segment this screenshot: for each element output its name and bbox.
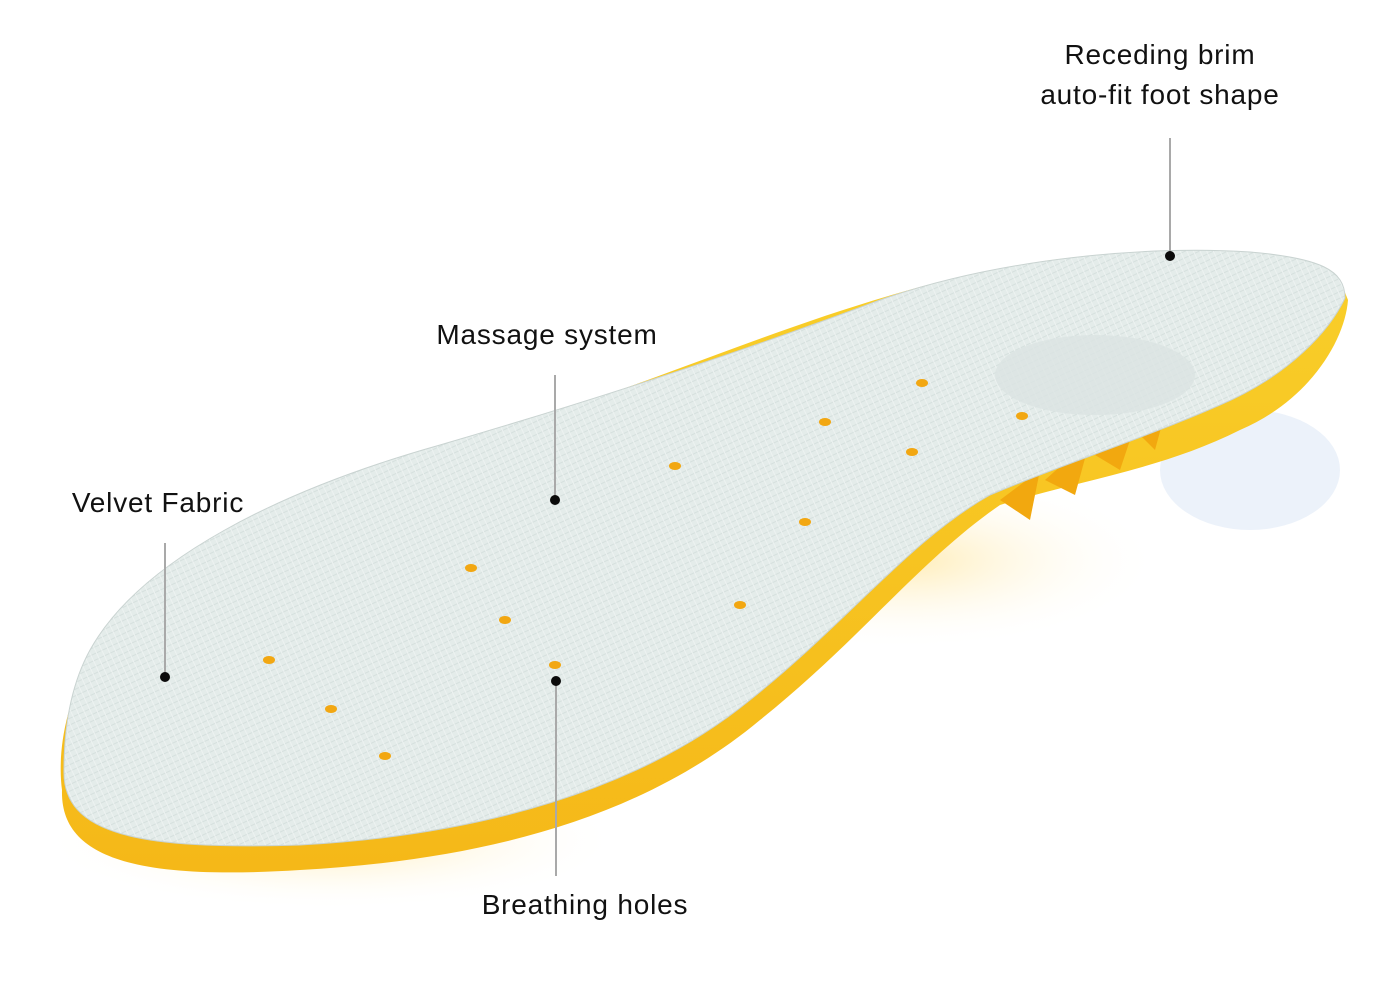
callout-leaders: [160, 138, 1175, 876]
arch-rib: [1000, 470, 1040, 520]
marker-dot: [1165, 251, 1175, 261]
breathing-hole: [499, 616, 511, 624]
breathing-hole: [819, 418, 831, 426]
breathing-holes-group: [263, 379, 1028, 760]
label-velvet-fabric: Velvet Fabric: [62, 483, 254, 523]
marker-dot: [550, 495, 560, 505]
label-line: Receding brim: [1064, 39, 1256, 70]
marker-dot: [551, 676, 561, 686]
marker-dot: [160, 672, 170, 682]
breathing-hole: [465, 564, 477, 572]
label-line: Massage system: [436, 319, 658, 350]
breathing-hole: [916, 379, 928, 387]
breathing-hole: [734, 601, 746, 609]
label-line: auto-fit foot shape: [1040, 79, 1280, 110]
breathing-hole: [263, 656, 275, 664]
breathing-hole: [325, 705, 337, 713]
breathing-hole: [549, 661, 561, 669]
breathing-hole: [1016, 412, 1028, 420]
label-receding-brim: Receding brim auto-fit foot shape: [1030, 35, 1290, 115]
breathing-hole: [669, 462, 681, 470]
label-line: Breathing holes: [481, 889, 689, 920]
heel-cup: [995, 335, 1195, 415]
label-breathing-holes: Breathing holes: [472, 885, 698, 925]
breathing-hole: [906, 448, 918, 456]
breathing-hole: [799, 518, 811, 526]
breathing-hole: [379, 752, 391, 760]
label-line: Velvet Fabric: [71, 487, 245, 518]
label-massage-system: Massage system: [427, 315, 667, 355]
